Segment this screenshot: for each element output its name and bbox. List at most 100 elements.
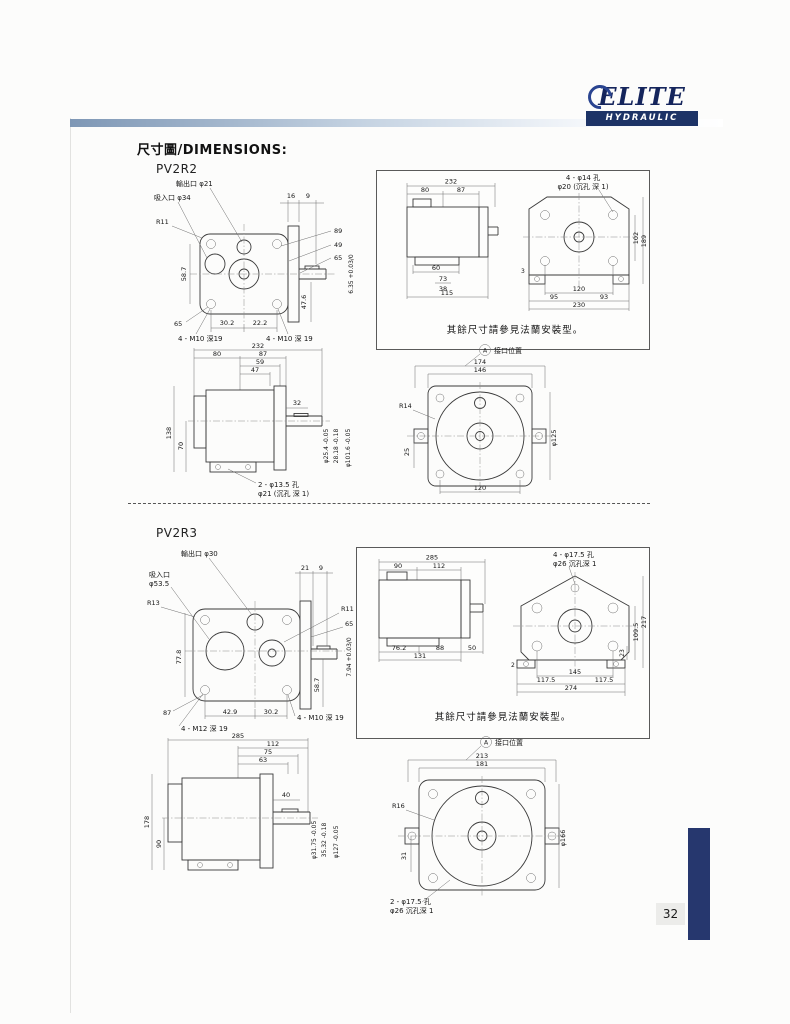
dim-label: 285 [426,554,438,562]
pv2r3-front-drawing: 輸出口 φ30 吸入口 φ53.5 R13 21 9 R11 65 7.94 +… [147,549,354,733]
dim-label: 120 [474,484,486,492]
dim-label: R11 [341,605,354,613]
dim-label: 63 [259,756,267,764]
pv2r3-flange-art [378,559,644,696]
flange-note: 其餘尺寸請參見法蘭安裝型。 [435,711,572,723]
callout-holes: φ20 (沉孔 深 1) [557,182,608,191]
callout-holes: 2 - φ17.5 孔 [390,898,431,906]
dim-label: 65 [334,254,342,262]
dim-label: 30.2 [264,708,278,716]
dim-label: 47 [251,366,259,374]
dim-label: 59 [256,358,264,366]
dim-label: 102 [632,232,640,244]
dim-label: φ101.6 -0.05 [345,429,352,468]
pv2r2-flange-box: 232 80 87 60 73 38 115 4 - φ14 孔 φ20 (沉孔… [376,170,650,350]
dim-label: 217 [640,616,648,628]
dim-label: 80 [213,350,221,358]
dim-label: 30.2 [220,319,234,327]
dim-label: 232 [445,178,457,186]
dim-label: 49 [334,241,342,249]
dim-label: 189 [640,235,648,247]
dim-label: 174 [474,358,486,366]
dim-label: 60 [432,264,440,272]
dim-label: 40 [282,791,290,799]
page-number: 32 [656,903,685,925]
callout-outlet: 輸出口 φ30 [181,549,218,558]
dim-label: 274 [565,684,577,692]
dim-label: φ25.4 -0.05 [323,428,330,463]
dim-label: 73 [439,275,447,283]
dim-label: 131 [414,652,426,660]
dim-label: 70 [177,442,185,450]
dim-label: 2 [511,662,515,669]
pv2r2-side-drawing: 232 80 87 59 47 32 φ25.4 -0.05 28.18 -0.… [165,342,352,498]
dim-label: φ31.75 -0.05 [311,821,318,860]
dim-label: 65 [345,620,353,628]
logo-subtitle: HYDRAULIC [586,111,698,126]
dim-label: R11 [156,218,169,226]
dim-label: 232 [252,342,264,350]
dim-label: 115 [441,289,453,297]
dim-label: 112 [267,740,279,748]
dim-label: 77.8 [175,650,183,664]
dim-label: 25 [403,448,411,456]
dim-label: 75 [264,748,272,756]
dim-label: 89 [334,227,342,235]
dim-label: 285 [232,732,244,740]
callout-inlet: 吸入口 φ34 [154,194,191,202]
dim-label: 28.18 -0.18 [333,429,340,464]
dim-label: 117.5 [595,676,614,684]
dim-label: 230 [573,301,585,309]
dim-label: 3 [521,268,525,275]
pv2r2-front-art [171,187,336,335]
pv2r3-rear-drawing: A 接口位置 213 181 R16 31 φ166 2 - φ17.5 孔 φ… [390,736,567,914]
dim-label: 22.2 [253,319,267,327]
logo-brand-text: ELITE [598,82,686,111]
section-separator [128,503,650,504]
dim-label: 112 [433,562,445,570]
dim-label: R14 [399,402,412,410]
logo-brand: ELITE [583,80,698,114]
pv2r2-rear-art [407,344,553,494]
pv2r2-rear-drawing: A 接口位置 174 146 R14 25 φ125 120 [399,344,558,494]
pv2r3-side-art [151,738,318,871]
dim-label: 145 [569,668,581,676]
dim-label: R13 [147,599,160,607]
pv2r3-side-drawing: 285 112 75 63 40 φ31.75 -0.05 35.32 -0.1… [143,732,340,871]
dim-label: φ166 [559,830,567,847]
model-label-pv2r3: PV2R3 [156,526,198,540]
dim-label: 181 [476,760,488,768]
dim-label: 23 [619,649,626,657]
dim-label: 65 [174,320,182,328]
dim-label: 42.9 [223,708,237,716]
dim-label: 87 [259,350,267,358]
dim-label: 9 [319,564,323,572]
dim-label: 32 [293,399,301,407]
logo: ELITE HYDRAULIC [583,80,698,126]
callout-holes: 4 - φ17.5 孔 [553,551,594,559]
callout-holes: φ26 沉孔深 1 [553,559,596,568]
dim-label: 47.6 [300,295,308,309]
dim-label: 31 [400,852,408,860]
pv2r3-rear-view: A 接口位置 213 181 R16 31 φ166 2 - φ17.5 孔 φ… [388,732,573,914]
dim-label: 16 [287,192,295,200]
port-position-label: 接口位置 [494,346,522,355]
page-edge-line [70,118,71,1013]
pv2r3-front-art [160,557,345,727]
dim-label: 50 [468,644,476,652]
pv2r2-flange-art [406,183,644,311]
page-title: 尺寸圖/DIMENSIONS: [137,143,288,158]
callout-outlet: 輸出口 φ21 [176,179,213,188]
dim-label: 9 [306,192,310,200]
dim-label: 58.7 [313,678,321,692]
flange-note: 其餘尺寸請參見法蘭安裝型。 [447,324,584,336]
dim-label: 120 [573,285,585,293]
port-position-label: 接口位置 [495,738,523,747]
dim-label: 58.7 [180,267,188,281]
callout-tap: 4 - M12 深 19 [181,724,228,733]
page-edge-accent-bar [688,828,710,940]
pv2r2-side-art [173,348,330,484]
dim-label: 87 [457,186,465,194]
dim-label: 117.5 [537,676,556,684]
